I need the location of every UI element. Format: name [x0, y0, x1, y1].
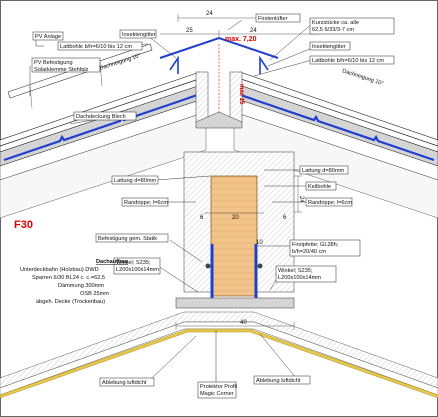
- label-lattung-right: Lattung d=80mm: [302, 168, 344, 174]
- label-winkel-right: Winkel; S235;L200x100x14mm: [278, 268, 321, 281]
- ridge-purlin-beam: [210, 175, 258, 297]
- label-dachneigung-right: Dachneigung 10°: [341, 68, 384, 87]
- dim-max-height: max. 7,20: [225, 36, 257, 43]
- ridge-support-block: [183, 151, 302, 297]
- label-insektengitter-top: Insektengitter: [122, 32, 156, 38]
- roof-buildup-title: Dachaufbau: [96, 259, 129, 265]
- right-roof-slope: [233, 71, 438, 219]
- dim-top-left: 25: [186, 28, 193, 34]
- roof-buildup-legend: Dachaufbau Unterdeckbahn (Holzbau) DWD S…: [20, 259, 129, 305]
- dim-left-flange: 6: [200, 215, 204, 221]
- label-dachdeckung: Dachdeckung Blech: [76, 114, 126, 120]
- label-insektengitter-right: Insektengitter: [312, 44, 346, 50]
- dim-top-total: 24: [206, 11, 213, 17]
- left-roof-slope: [0, 71, 207, 219]
- dim-right-flange: 6: [283, 215, 287, 221]
- ceiling-layers: [0, 297, 438, 399]
- label-firstenluefter: Firstenlüfter: [258, 16, 288, 22]
- section-code: F30: [14, 219, 33, 231]
- label-randrippe-right: Randrippe; l=6cm: [308, 200, 352, 206]
- roof-buildup-line: Dämmung 300mm: [58, 283, 104, 289]
- label-firstpfette: Firstpfette; GL28h;b/h=20/40 cm: [292, 242, 339, 255]
- dim-beam-width: 20: [232, 215, 239, 221]
- label-ablebung-left: Ablebung luftdicht: [102, 380, 147, 386]
- top-dimension-lines: [160, 14, 318, 38]
- dim-top-right: 24: [250, 28, 257, 34]
- label-randrippe-left: Randrippe; l=6cm: [124, 200, 168, 206]
- label-lattung-left: Lattung d=80mm: [114, 178, 156, 184]
- dim-bottom-width: 40: [240, 320, 247, 326]
- roof-buildup-line: abgeh. Decke (Trockenbau): [36, 299, 105, 305]
- label-keilbohle: Keilbohle: [308, 184, 331, 190]
- label-winkel-left: Winkel; S235;L200x100x14mm: [116, 260, 159, 273]
- ridge-vent: [159, 36, 279, 129]
- dim-beam-height: 24: [298, 196, 304, 203]
- dim-angle-height: 10: [256, 240, 263, 246]
- label-latte-right: Lattbohle b/h=6/10 bis 12 cm: [312, 58, 384, 64]
- label-befestigung: Befestigung gem. Statik: [98, 236, 157, 242]
- label-box-pv-anlage: [32, 31, 64, 41]
- dim-vertical-height: max 15: [238, 84, 244, 105]
- leader-lines: [29, 19, 315, 382]
- roof-buildup-line: Unterdeckbahn (Holzbau) DWD: [20, 267, 99, 273]
- label-pv-anlage: PV Anlage: [35, 34, 61, 40]
- roof-buildup-line: OSB 25mm: [80, 291, 109, 297]
- roof-buildup-line: Sparren 6/30 BL24 c. c.=62,5: [32, 275, 105, 281]
- label-latte-top: Lattbohle b/h=6/10 bis 12 cm: [60, 44, 132, 50]
- label-ablebung-right: Ablebung luftdicht: [256, 378, 301, 384]
